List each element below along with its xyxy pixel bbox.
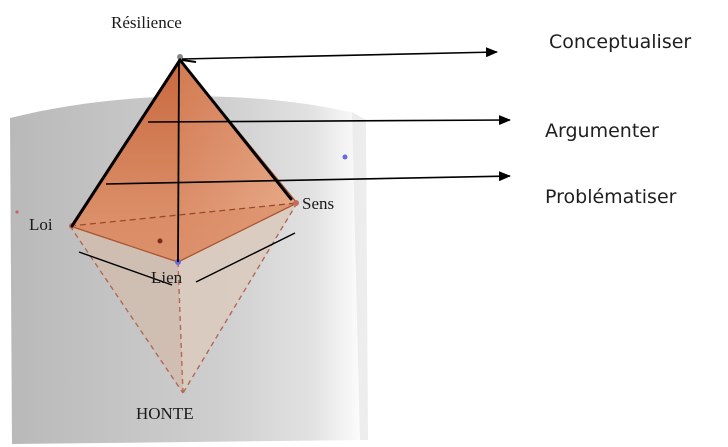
label-front: Lien [151, 268, 183, 287]
point-floating [342, 154, 348, 160]
point-left-marker [15, 210, 19, 214]
base-brackets [78, 232, 296, 286]
label-conceptualiser: Conceptualiser [549, 31, 691, 53]
pyramid-base-shade [70, 203, 297, 262]
point-apex [177, 54, 183, 60]
label-bottom: HONTE [136, 404, 194, 423]
label-argumenter: Argumenter [545, 120, 659, 142]
arrow-problematiser [105, 171, 511, 185]
lower-pyramid-face-right [178, 203, 297, 393]
label-right: Sens [302, 194, 334, 213]
arrow-apex-return [181, 59, 197, 63]
lower-dashed-edges [69, 202, 298, 394]
vertical-axis [177, 61, 180, 263]
highlighted-edges [70, 58, 293, 228]
hidden-base-edge [69, 202, 298, 227]
pyramid-face-left [70, 59, 179, 262]
point-sens [293, 200, 299, 206]
point-inner [157, 238, 163, 244]
label-left: Loi [29, 215, 53, 234]
plane-shadow-edge [352, 112, 368, 440]
label-problematiser: Problématiser [545, 186, 677, 208]
label-apex: Résilience [111, 13, 182, 32]
arrow-conceptualiser [181, 47, 498, 60]
arrow-argumenter [147, 115, 511, 126]
